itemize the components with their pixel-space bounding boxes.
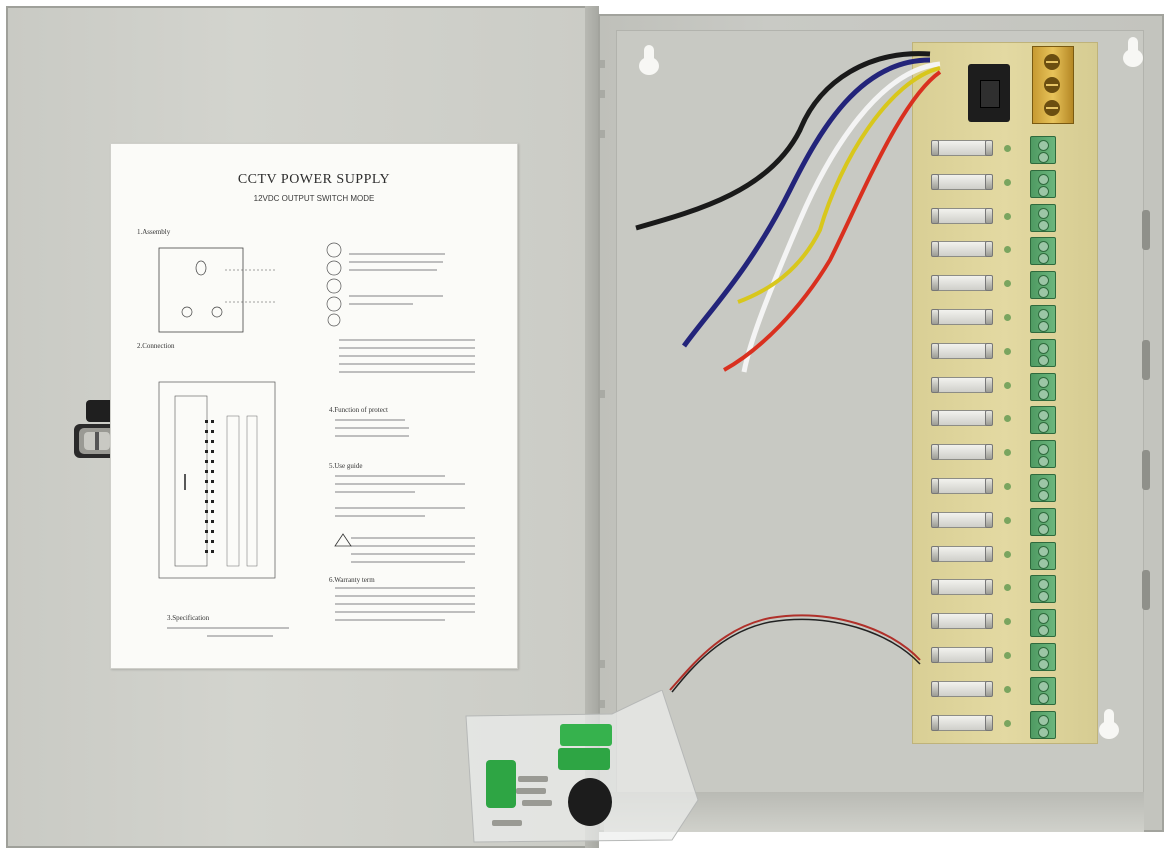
dc-output-wire [669, 614, 921, 693]
status-led [1004, 212, 1011, 220]
section-warranty: 6.Warranty term [329, 576, 375, 584]
fuse[interactable] [931, 309, 993, 325]
fuse[interactable] [931, 647, 993, 663]
fuse[interactable] [931, 173, 993, 190]
status-led [1004, 347, 1011, 355]
section-use-guide: 5.Use guide [329, 462, 363, 470]
status-led [1004, 584, 1011, 592]
output-terminal[interactable] [1030, 609, 1056, 638]
fuse[interactable] [931, 478, 993, 494]
section-assembly: 1.Assembly [137, 228, 171, 236]
mounting-keyhole-icon [639, 45, 659, 75]
fuse[interactable] [931, 140, 993, 156]
accessory-bag [465, 690, 699, 843]
status-led [1004, 415, 1011, 423]
fuse[interactable] [931, 444, 993, 461]
output-terminal[interactable] [1030, 305, 1056, 333]
terminal-screws [1044, 54, 1060, 116]
fuse[interactable] [931, 680, 993, 697]
output-terminal[interactable] [1030, 676, 1056, 705]
output-terminal[interactable] [1030, 541, 1056, 570]
output-terminal[interactable] [1030, 372, 1056, 401]
fuse[interactable] [931, 241, 993, 258]
status-led [1004, 178, 1011, 186]
status-led [1004, 483, 1011, 490]
mounting-keyhole-icon [1123, 37, 1143, 67]
section-specification: 3.Specification [167, 614, 210, 622]
output-terminal[interactable] [1030, 507, 1056, 536]
side-knockouts [1142, 210, 1150, 610]
fuse[interactable] [931, 714, 993, 731]
status-led [1004, 381, 1011, 389]
fuse[interactable] [931, 545, 993, 562]
door-edge [585, 6, 599, 848]
fuse[interactable] [931, 342, 993, 359]
manual-subtitle: 12VDC OUTPUT SWITCH MODE [253, 194, 375, 203]
status-led [1004, 516, 1011, 524]
output-terminal[interactable] [1030, 474, 1056, 502]
status-led [1004, 618, 1011, 626]
status-led [1004, 719, 1011, 727]
output-terminal[interactable] [1030, 575, 1056, 604]
output-terminal[interactable] [1030, 440, 1056, 469]
mounting-keyhole-icon [1099, 709, 1119, 739]
output-terminal[interactable] [1030, 338, 1056, 367]
section-connection: 2.Connection [137, 342, 175, 350]
status-led [1004, 652, 1011, 659]
output-terminal[interactable] [1030, 710, 1056, 739]
fuse[interactable] [931, 410, 993, 427]
status-led [1004, 449, 1011, 457]
manual-title: CCTV POWER SUPPLY [237, 172, 391, 187]
power-switch[interactable] [980, 80, 1000, 108]
fuse[interactable] [931, 511, 993, 528]
fuse[interactable] [931, 275, 993, 292]
instruction-sheet: CCTV POWER SUPPLY 12VDC OUTPUT SWITCH MO… [110, 143, 518, 669]
connection-diagram [158, 381, 276, 579]
hinge-strip [600, 60, 605, 708]
status-led [1004, 685, 1011, 693]
output-terminal[interactable] [1030, 271, 1056, 300]
output-terminal[interactable] [1030, 406, 1056, 435]
status-led [1004, 314, 1011, 321]
fuse[interactable] [931, 579, 993, 596]
spec-lines [167, 627, 289, 637]
manual-body-text [334, 253, 475, 621]
status-led [1004, 280, 1011, 288]
input-wires [635, 51, 942, 373]
output-terminal[interactable] [1030, 169, 1056, 198]
status-led [1004, 550, 1011, 558]
section-function: 4.Function of protect [329, 406, 388, 414]
output-terminal[interactable] [1030, 203, 1056, 232]
output-terminal[interactable] [1030, 136, 1056, 164]
output-terminal[interactable] [1030, 643, 1056, 671]
screw-column [326, 242, 342, 327]
fuse[interactable] [931, 613, 993, 630]
status-led [1004, 145, 1011, 152]
fuse[interactable] [931, 376, 993, 393]
output-terminal[interactable] [1030, 237, 1056, 266]
assembly-diagram [158, 247, 275, 333]
status-led [1004, 246, 1011, 254]
fuse[interactable] [931, 207, 993, 224]
